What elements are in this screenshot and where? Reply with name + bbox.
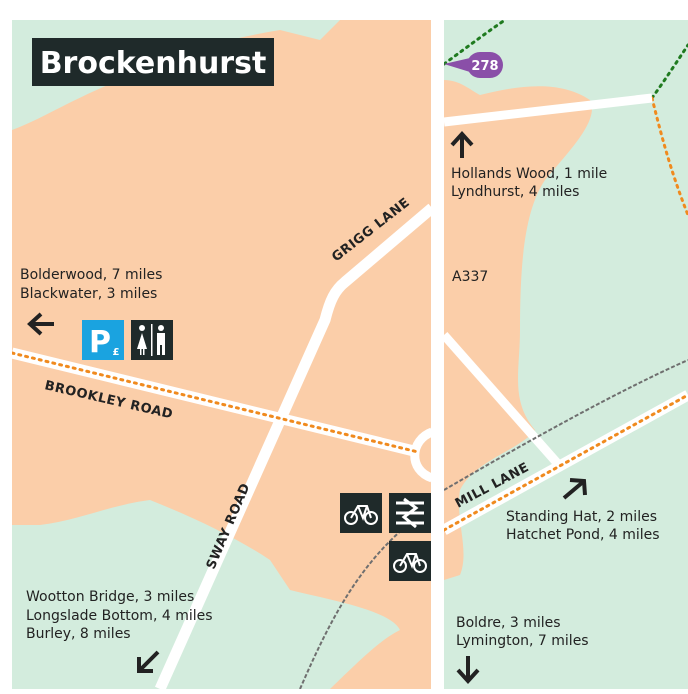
arrow-down-left-icon [137, 650, 160, 673]
brookley-route-dots [10, 351, 420, 454]
destination-north-2: Lyndhurst, 4 miles [451, 184, 579, 200]
bicycle-icon [340, 493, 382, 533]
trail-path-north [442, 18, 507, 66]
route-marker-label: 278 [471, 59, 498, 74]
destination-west-1: Bolderwood, 7 miles [20, 267, 162, 283]
svg-text:P: P [89, 325, 111, 360]
svg-text:£: £ [113, 347, 120, 358]
destination-south-2: Lymington, 7 miles [456, 633, 589, 649]
title-box [32, 38, 274, 86]
mill-lane-route-dots [442, 393, 688, 532]
train-icon [389, 493, 431, 533]
arrow-down-icon [456, 656, 480, 684]
arrow-left-icon [27, 312, 54, 336]
parking-icon: P £ [82, 320, 124, 360]
arrow-up-icon [450, 131, 474, 158]
a337-label: A337 [452, 269, 488, 285]
destination-west-2: Blackwater, 3 miles [20, 286, 157, 302]
trail-path-east [650, 43, 688, 100]
town-area [12, 20, 432, 689]
railway-east [443, 359, 688, 491]
diagonal-road [440, 332, 562, 467]
route-marker: 278 [444, 52, 503, 78]
grigg-lane-road [154, 203, 436, 692]
route-east [650, 96, 688, 217]
destination-southwest-1: Wootton Bridge, 3 miles [26, 589, 194, 605]
destination-east-2: Hatchet Pond, 4 miles [506, 527, 660, 543]
toilets-icon [131, 320, 173, 360]
lyndhurst-road [443, 93, 653, 127]
destination-east-1: Standing Hat, 2 miles [506, 509, 657, 525]
destination-southwest-3: Burley, 8 miles [26, 626, 131, 642]
destination-southwest-2: Longslade Bottom, 4 miles [26, 608, 213, 624]
bicycle-icon-2 [389, 541, 431, 581]
destination-north-1: Hollands Wood, 1 mile [451, 166, 607, 182]
roundabout [410, 427, 435, 483]
page-title: Brockenhurst [40, 46, 267, 81]
arrow-up-right-icon [562, 478, 587, 500]
town-area-east [444, 80, 592, 580]
destination-south-1: Boldre, 3 miles [456, 615, 561, 631]
